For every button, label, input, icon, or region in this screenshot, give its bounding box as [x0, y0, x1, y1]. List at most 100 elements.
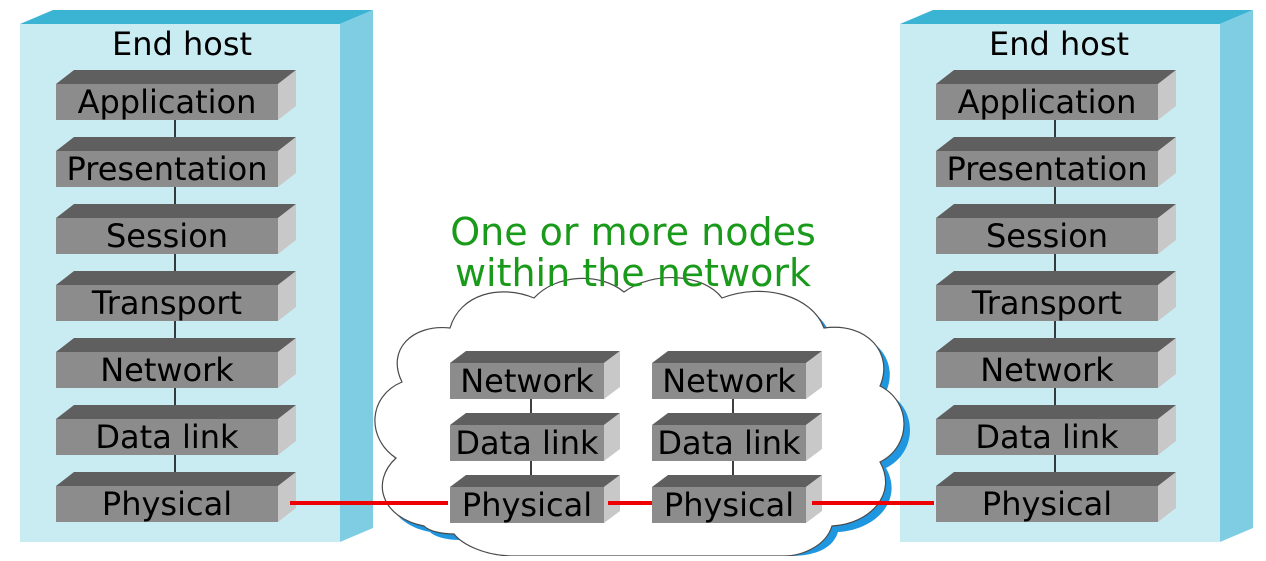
right-host-layer-face	[936, 218, 1158, 254]
right-host-layer-side	[1158, 405, 1176, 455]
right-host-layer-side	[1158, 472, 1176, 522]
left-host-layer-top	[56, 472, 296, 486]
left-host-layer-physical: Physical	[56, 472, 296, 523]
right-host-layer-session: Session	[936, 204, 1176, 255]
right-host-layer-face	[936, 486, 1158, 522]
left-layer-stack: ApplicationPresentationSessionTransportN…	[56, 70, 296, 523]
node-a-layer-data-link: Data link	[450, 413, 620, 462]
left-host-layer-label: Session	[106, 217, 228, 255]
node-b-layer-label: Data link	[657, 424, 801, 462]
left-host-layer-top	[56, 137, 296, 151]
right-host-layer-top	[936, 338, 1176, 352]
network-cloud: One or more nodes within the network Net…	[374, 210, 910, 557]
node-a-layer-face	[450, 425, 604, 461]
node-a-layer-network: Network	[450, 351, 620, 400]
right-host-side	[1220, 10, 1253, 542]
left-host-layer-label: Network	[100, 351, 234, 389]
left-host-layer-side	[278, 405, 296, 455]
node-b-layer-physical: Physical	[652, 475, 822, 524]
right-host-layer-label: Transport	[971, 284, 1122, 322]
node-b-layer-top	[652, 475, 822, 487]
left-host-layer-transport: Transport	[56, 271, 296, 322]
right-host-layer-face	[936, 352, 1158, 388]
left-host-top	[20, 10, 373, 24]
right-host-layer-label: Session	[986, 217, 1108, 255]
node-a-layer-top	[450, 413, 620, 425]
right-host-layer-top	[936, 137, 1176, 151]
node-b-layer-side	[806, 475, 822, 523]
right-host-layer-network: Network	[936, 338, 1176, 389]
left-host-layer-top	[56, 405, 296, 419]
right-host-layer-side	[1158, 271, 1176, 321]
node-b-layer-face	[652, 425, 806, 461]
node-a-layer-side	[604, 413, 620, 461]
left-host-layer-side	[278, 271, 296, 321]
left-host-layer-label: Data link	[95, 418, 239, 456]
right-host-layer-top	[936, 472, 1176, 486]
left-host-layer-side	[278, 70, 296, 120]
cloud-label-line1: One or more nodes	[450, 210, 816, 254]
node-a-layer-face	[450, 363, 604, 399]
node-b-layer-side	[806, 351, 822, 399]
left-host-layer-face	[56, 218, 278, 254]
node-b-layer-side	[806, 413, 822, 461]
node-b-layer-top	[652, 413, 822, 425]
node-a-layer-label: Physical	[462, 486, 592, 524]
node-b-layer-top	[652, 351, 822, 363]
left-host-layer-presentation: Presentation	[56, 137, 296, 188]
right-host-layer-application: Application	[936, 70, 1176, 121]
left-host-layer-label: Application	[78, 83, 257, 121]
right-host-layer-label: Network	[980, 351, 1114, 389]
node-b-layer-face	[652, 363, 806, 399]
right-host-layer-physical: Physical	[936, 472, 1176, 523]
right-host-layer-face	[936, 285, 1158, 321]
node-a-layer-side	[604, 475, 620, 523]
right-host-layer-top	[936, 405, 1176, 419]
right-host-layer-side	[1158, 137, 1176, 187]
left-host-layer-side	[278, 137, 296, 187]
node-b-layer-label: Physical	[664, 486, 794, 524]
node-b-layer-label: Network	[662, 362, 796, 400]
right-end-host: End host ApplicationPresentationSessionT…	[900, 10, 1253, 542]
right-host-layer-transport: Transport	[936, 271, 1176, 322]
left-host-layer-face	[56, 151, 278, 187]
left-host-layer-top	[56, 271, 296, 285]
left-host-layer-label: Transport	[91, 284, 242, 322]
right-host-layer-face	[936, 419, 1158, 455]
node-a-layer-top	[450, 475, 620, 487]
node-a-layer-side	[604, 351, 620, 399]
left-host-layer-top	[56, 70, 296, 84]
left-host-layer-face	[56, 486, 278, 522]
node-a-layer-face	[450, 487, 604, 523]
right-host-layer-top	[936, 271, 1176, 285]
node-b-layer-data-link: Data link	[652, 413, 822, 462]
left-host-side	[340, 10, 373, 542]
right-host-layer-label: Physical	[982, 485, 1112, 523]
right-host-layer-side	[1158, 338, 1176, 388]
right-host-layer-top	[936, 70, 1176, 84]
right-host-layer-data-link: Data link	[936, 405, 1176, 456]
left-host-layer-network: Network	[56, 338, 296, 389]
right-host-layer-presentation: Presentation	[936, 137, 1176, 188]
right-host-layer-label: Application	[958, 83, 1137, 121]
left-end-host: End host ApplicationPresentationSessionT…	[20, 10, 373, 542]
node-a-layer-top	[450, 351, 620, 363]
right-host-layer-side	[1158, 204, 1176, 254]
node-b-layer-face	[652, 487, 806, 523]
right-host-layer-label: Data link	[975, 418, 1119, 456]
left-host-layer-application: Application	[56, 70, 296, 121]
node-a-layer-label: Data link	[455, 424, 599, 462]
right-host-layer-side	[1158, 70, 1176, 120]
node-b-layer-network: Network	[652, 351, 822, 400]
cloud-label-line2: within the network	[455, 251, 811, 295]
right-host-layer-face	[936, 84, 1158, 120]
node-a-layer-physical: Physical	[450, 475, 620, 524]
left-host-title: End host	[112, 25, 252, 63]
left-host-layer-session: Session	[56, 204, 296, 255]
right-host-layer-face	[936, 151, 1158, 187]
left-host-layer-face	[56, 419, 278, 455]
